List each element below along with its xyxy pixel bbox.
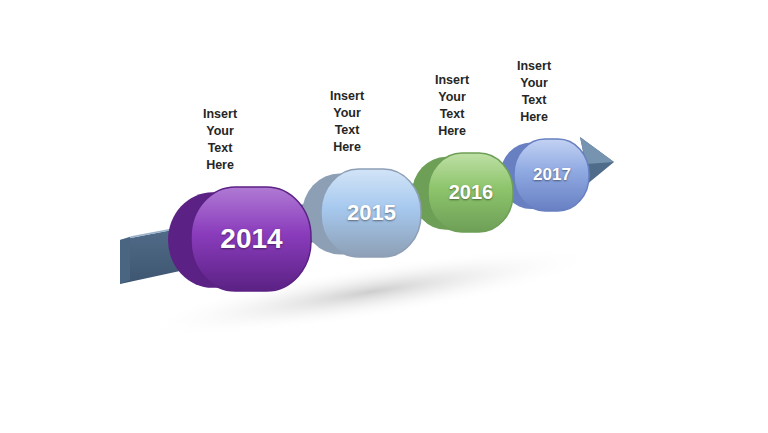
milestone-text: Insert Your Text Here <box>517 58 551 126</box>
year-capsule: Insert Your Text Here2016 <box>412 152 514 233</box>
year-capsule: Insert Your Text Here2015 <box>302 168 422 258</box>
year-capsule: Insert Your Text Here2014 <box>168 186 312 292</box>
year-capsule: Insert Your Text Here2017 <box>500 138 590 212</box>
milestone-text: Insert Your Text Here <box>435 72 469 140</box>
year-label: 2015 <box>302 168 422 258</box>
milestone-text: Insert Your Text Here <box>203 106 237 174</box>
milestone-text: Insert Your Text Here <box>330 88 364 156</box>
year-label: 2017 <box>500 138 590 212</box>
year-label: 2016 <box>412 152 514 233</box>
year-label: 2014 <box>168 186 312 292</box>
